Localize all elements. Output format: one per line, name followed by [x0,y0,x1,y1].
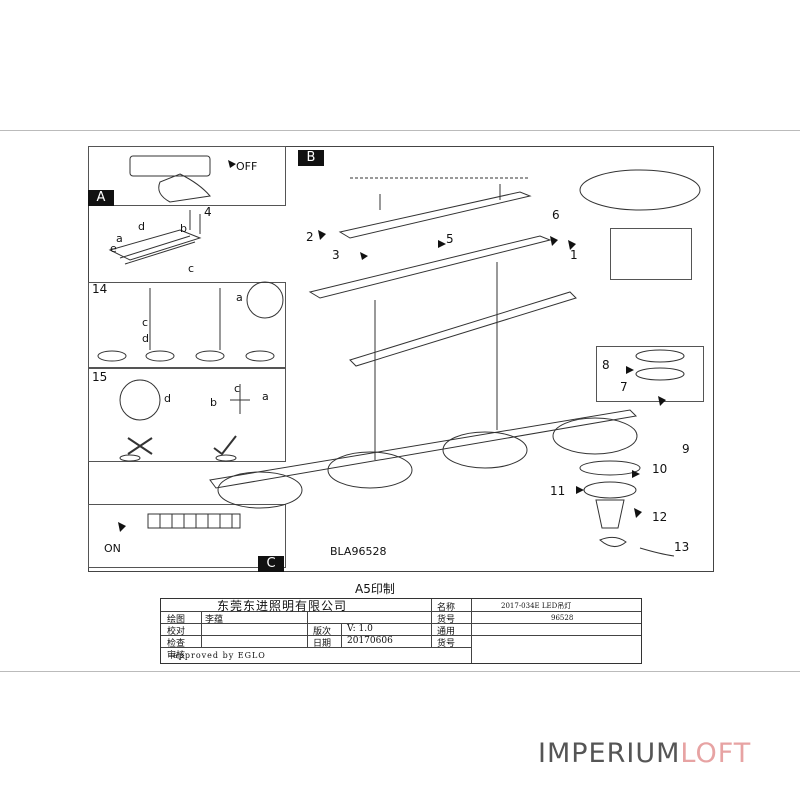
main-bar-drawing [209,235,638,489]
step-number: 15 [92,370,108,384]
title-block: 东莞东进照明有限公司 名称 2017-034E LED吊灯 绘图 李蕴 货号 9… [160,598,642,664]
glass-shades [217,417,638,509]
panel-step-7-8 [596,346,704,402]
ceiling-canopy-drawing [338,169,701,239]
callout-letter: a [236,291,243,304]
on-switch-drawing [147,513,241,529]
socket-parts [579,349,685,557]
step-number: 12 [652,510,668,524]
terminal-block-drawing [108,210,202,265]
step-number: 5 [446,232,454,246]
callout-letter: c [234,382,241,395]
step-number: 7 [620,380,628,394]
item-value: 96528 [551,614,574,622]
arrow-marks [118,160,666,532]
step-14-drawing [97,281,284,362]
print-size-label: A5印制 [355,582,395,596]
callout-letter: d [142,332,149,345]
version-label: 版次 [313,627,332,637]
step-number: 11 [550,484,566,498]
step-number: 8 [602,358,610,372]
panel-on-switch [88,504,286,568]
brand-watermark: IMPERIUMLOFT [538,738,751,769]
name-label: 名称 [437,603,456,613]
inspect-label: 检查 [167,639,186,649]
callout-letter: d [164,392,171,405]
step-number: 13 [674,540,690,554]
brand-part-1: IMPERIUM [538,738,681,769]
callout-letter: c [142,316,149,329]
version-value: V: 1.0 [347,624,373,634]
name-value: 2017-034E LED吊灯 [501,602,572,610]
step-number: 10 [652,462,668,476]
callout-letter: b [210,396,217,409]
brand-part-2: LOFT [680,738,752,769]
callout-letter: a [262,390,269,403]
date-label: 日期 [313,639,332,649]
model-label: BLA96528 [330,545,387,558]
panel-a-tag: A [88,190,114,206]
item-label-2: 货号 [437,639,456,649]
review-label: 审核 [167,651,186,661]
callout-letter: e [110,242,117,255]
step-number: 3 [332,248,340,262]
panel-step-15 [88,368,286,462]
step-15-drawing [119,379,250,462]
panel-step-14 [88,282,286,368]
callout-letter: d [138,220,145,233]
callout-letter: c [188,262,195,275]
off-label: OFF [236,160,258,173]
callout-letter: b [180,222,187,235]
step-number: 2 [306,230,314,244]
item-label: 货号 [437,615,456,625]
step-number: 4 [204,205,212,219]
panel-step-1-detail [610,228,692,280]
date-value: 20170606 [347,636,393,646]
off-switch-hand [129,155,211,203]
step-number: 14 [92,282,108,296]
panel-b-tag: B [298,150,324,166]
drawn-label: 绘图 [167,615,186,625]
step-number: 6 [552,208,560,222]
step-number: 9 [682,442,690,456]
callout-letter: a [116,232,123,245]
on-label: ON [104,542,121,555]
panel-c-tag: C [258,556,284,572]
step-number: 1 [570,248,578,262]
company-name: 东莞东进照明有限公司 [217,599,348,613]
general-label: 通用 [437,627,456,637]
drawn-value: 李蕴 [205,615,224,625]
check-label: 校对 [167,627,186,637]
approved-text: approved by EGLO [173,651,266,660]
instruction-sheet [0,130,800,672]
